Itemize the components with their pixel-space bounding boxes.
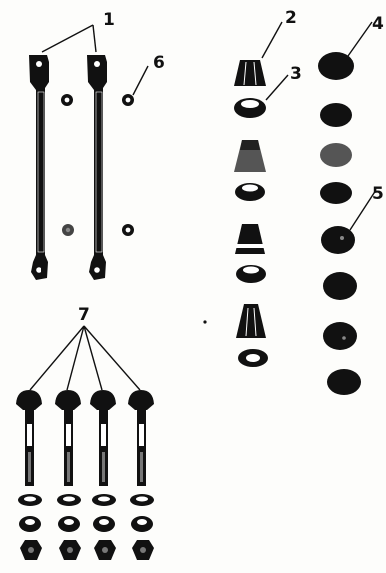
pad-3	[320, 143, 352, 167]
pad-1	[318, 52, 354, 80]
nut-left-upper	[61, 94, 73, 106]
lock-washer-4	[131, 516, 153, 532]
bolt-nut-2	[59, 540, 81, 560]
lock-washer-2	[58, 516, 80, 532]
cone-bumper-2	[234, 140, 266, 172]
pad-2	[320, 103, 352, 127]
cone-bumper-3	[235, 224, 265, 254]
callout-4-label: 4	[372, 14, 384, 34]
nut-right-upper	[122, 94, 134, 106]
callout-3-label: 3	[290, 64, 302, 84]
callout-6-label: 6	[153, 53, 165, 73]
callout-3: 3	[265, 64, 302, 101]
washer-3	[236, 265, 266, 283]
washer-2	[235, 183, 265, 201]
flat-washer-3	[92, 494, 116, 506]
callout-7: 7	[29, 305, 141, 391]
bolt-2	[55, 390, 81, 486]
callout-2-label: 2	[285, 8, 297, 28]
pad-4	[320, 182, 352, 204]
flat-washer-1	[18, 494, 42, 506]
nut-right-lower	[122, 224, 134, 236]
bolt-nut-3	[94, 540, 116, 560]
bracket-left	[29, 55, 49, 280]
flat-washer-2	[57, 494, 81, 506]
bolt-nut-1	[20, 540, 42, 560]
callout-6: 6	[132, 53, 165, 96]
callout-1-label: 1	[103, 10, 115, 30]
callout-7-label: 7	[78, 305, 90, 325]
bracket-right	[87, 55, 107, 280]
pad-8	[327, 369, 361, 395]
nut-left-lower	[62, 224, 74, 236]
bolt-1	[16, 390, 42, 486]
callout-5: 5	[349, 184, 384, 231]
callout-5-label: 5	[372, 184, 384, 204]
flat-washer-4	[130, 494, 154, 506]
pad-5	[321, 226, 355, 254]
callout-4: 4	[347, 14, 384, 57]
washer-1	[234, 98, 266, 118]
bolt-4	[128, 390, 154, 486]
lock-washer-3	[93, 516, 115, 532]
bolt-nut-4	[132, 540, 154, 560]
bolt-3	[90, 390, 116, 486]
washer-4	[238, 349, 268, 367]
pad-7	[323, 322, 357, 350]
stray-mark	[203, 320, 207, 324]
lock-washer-1	[19, 516, 41, 532]
pad-6	[323, 272, 357, 300]
cone-bumper-4	[236, 304, 266, 338]
callout-2: 2	[261, 8, 297, 59]
cone-bumper-1	[234, 60, 266, 86]
callout-1: 1	[41, 10, 115, 53]
